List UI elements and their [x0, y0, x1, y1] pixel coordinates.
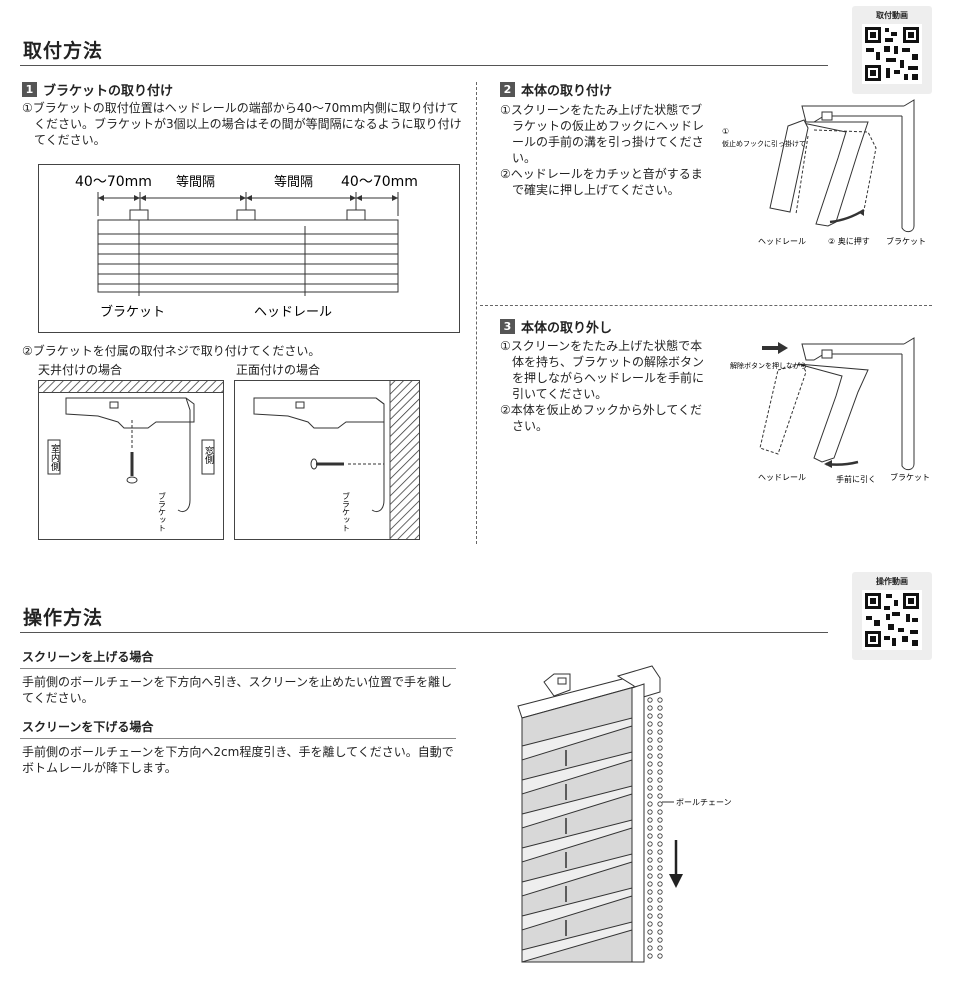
sec3-bracket-label: ブラケット: [890, 472, 930, 482]
sec3-pull-label: 手前に引く: [836, 474, 876, 484]
raise-rule: [20, 668, 456, 669]
indoor-label: 室内側: [49, 443, 60, 471]
dim-mid1-label: 等間隔: [176, 174, 215, 190]
ball-chain-label: ボールチェーン: [676, 798, 732, 807]
ball-chain: [647, 697, 663, 959]
pull-down-arrow-icon: [669, 874, 683, 888]
sec2-bracket-label: ブラケット: [886, 236, 926, 246]
ceiling-mount-title: 天井付けの場合: [38, 363, 123, 377]
dim-right-label: 40～70mm: [341, 174, 418, 190]
install-divider-horizontal: [480, 305, 932, 306]
sec1-heading: 1 ブラケットの取り付け: [22, 80, 173, 99]
sec2-push-label: ② 奥に押す: [828, 236, 870, 246]
front-mount-title: 正面付けの場合: [236, 363, 321, 377]
install-body-diagram: ① 仮止めフックに引っ掛けて ヘッドレール ② 奥に押す ブラケット: [722, 99, 926, 246]
label-bracket: ブラケット: [100, 304, 165, 320]
sec3-steps: ①スクリーンをたたみ上げた状態で本体を持ち、ブラケットの解除ボタンを押しながらヘ…: [500, 338, 710, 434]
sec1-para1: ①ブラケットの取付位置はヘッドレールの端部から40～70mm内側に取り付けてくだ…: [22, 101, 462, 147]
sec3-number: 3: [500, 319, 515, 334]
callout1-num: ①: [722, 127, 729, 136]
sec1-number: 1: [22, 82, 37, 97]
sec1-para2: ②ブラケットを付属の取付ネジで取り付けてください。: [22, 344, 321, 358]
dim-left-label: 40～70mm: [75, 174, 152, 190]
sec2-heading: 2 本体の取り付け: [500, 80, 612, 99]
sec2-heading-text: 本体の取り付け: [521, 84, 613, 99]
operation-video-qr[interactable]: 操作動画: [852, 572, 932, 660]
sec3-headrail-label: ヘッドレール: [758, 473, 806, 482]
release-callout: 解除ボタンを押しながら: [730, 361, 807, 370]
front-mount-diagram: ブラケット: [234, 380, 420, 540]
sec2-number: 2: [500, 82, 515, 97]
label-headrail: ヘッドレール: [254, 305, 332, 320]
callout1-text: 仮止めフックに引っ掛けて: [722, 139, 806, 148]
sec3-heading: 3 本体の取り外し: [500, 317, 612, 336]
sec2-steps: ①スクリーンをたたみ上げた状態でブラケットの仮止めフックにヘッドレールの手前の溝…: [500, 102, 710, 198]
operation-qr-label: 操作動画: [876, 577, 908, 586]
remove-body-diagram: 解除ボタンを押しながら ヘッドレール 手前に引く ブラケット: [730, 337, 930, 484]
ceiling-bracket-label: ブラケット: [158, 491, 167, 532]
qr-code-icon: [862, 24, 922, 84]
lower-text: 手前側のボールチェーンを下方向へ2cm程度引き、手を離してください。自動でボトム…: [22, 745, 454, 775]
window-label: 窓側: [203, 445, 214, 464]
qr-code-icon: [862, 590, 922, 650]
sec3-step2: ②本体を仮止めフックから外してください。: [500, 403, 703, 433]
sec2-step2: ②ヘッドレールをカチッと音がするまで確実に押し上げてください。: [500, 167, 703, 197]
lower-rule: [20, 738, 456, 739]
operation-title: 操作方法: [23, 607, 104, 629]
install-title-rule: [20, 65, 828, 66]
sec2-step1: ①スクリーンをたたみ上げた状態でブラケットの仮止めフックにヘッドレールの手前の溝…: [500, 103, 705, 165]
sec3-heading-text: 本体の取り外し: [521, 321, 613, 336]
sec3-step1: ①スクリーンをたたみ上げた状態で本体を持ち、ブラケットの解除ボタンを押しながらヘ…: [500, 339, 705, 401]
raise-label: スクリーンを上げる場合: [22, 650, 154, 664]
lower-label: スクリーンを下げる場合: [22, 720, 154, 734]
sec1-heading-text: ブラケットの取り付け: [43, 84, 174, 99]
front-bracket-label: ブラケット: [342, 491, 351, 532]
install-title: 取付方法: [23, 40, 104, 62]
install-video-qr[interactable]: 取付動画: [852, 6, 932, 94]
dim-mid2-label: 等間隔: [274, 174, 313, 190]
bracket-position-diagram: 40～70mm 等間隔 等間隔 40～70mm ブラケット ヘッドレール: [38, 164, 460, 333]
sec2-headrail-label: ヘッドレール: [758, 237, 806, 246]
raise-text: 手前側のボールチェーンを下方向へ引き、スクリーンを止めたい位置で手を離してくださ…: [22, 675, 452, 705]
ceiling-mount-diagram: 室内側 窓側 ブラケット: [38, 380, 224, 540]
blind-operation-diagram: ボールチェーン: [517, 665, 732, 963]
operation-title-rule: [20, 632, 828, 633]
install-divider-vertical: [476, 82, 477, 544]
install-qr-label: 取付動画: [876, 11, 908, 20]
